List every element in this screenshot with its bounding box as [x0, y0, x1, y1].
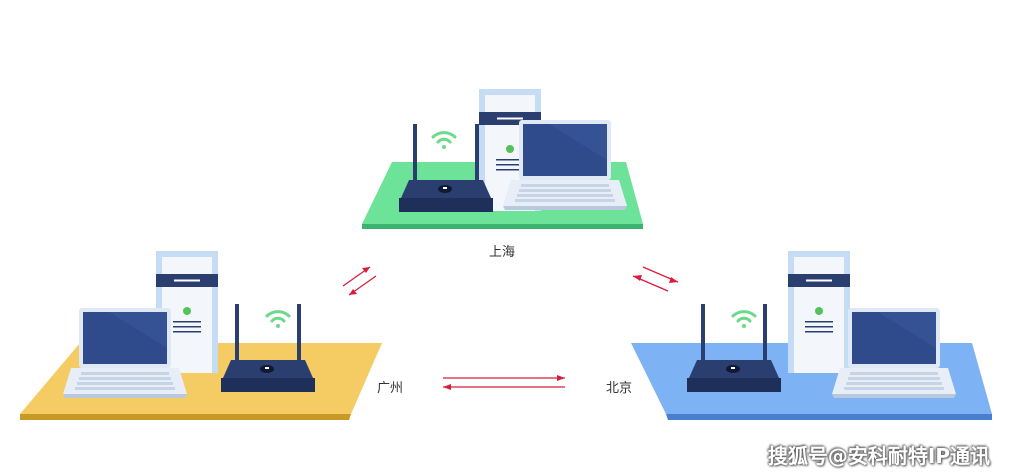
guangzhou-label: 广州: [377, 381, 404, 396]
beijing-site: [631, 251, 992, 420]
wifi-icon: [731, 310, 757, 330]
sync-arrows-icon: [342, 266, 679, 390]
laptop-icon: [63, 308, 187, 398]
wifi-icon: [265, 310, 291, 330]
laptop-icon: [832, 308, 956, 398]
beijing-label: 北京: [606, 381, 633, 396]
server-icon: [788, 251, 850, 373]
shanghai-site: [362, 89, 643, 229]
shanghai-label: 上海: [489, 245, 516, 260]
wifi-icon: [431, 131, 457, 151]
guangzhou-site: [20, 251, 382, 420]
watermark: 搜狐号@安科耐特IP通讯: [767, 444, 990, 468]
laptop-icon: [503, 120, 627, 210]
